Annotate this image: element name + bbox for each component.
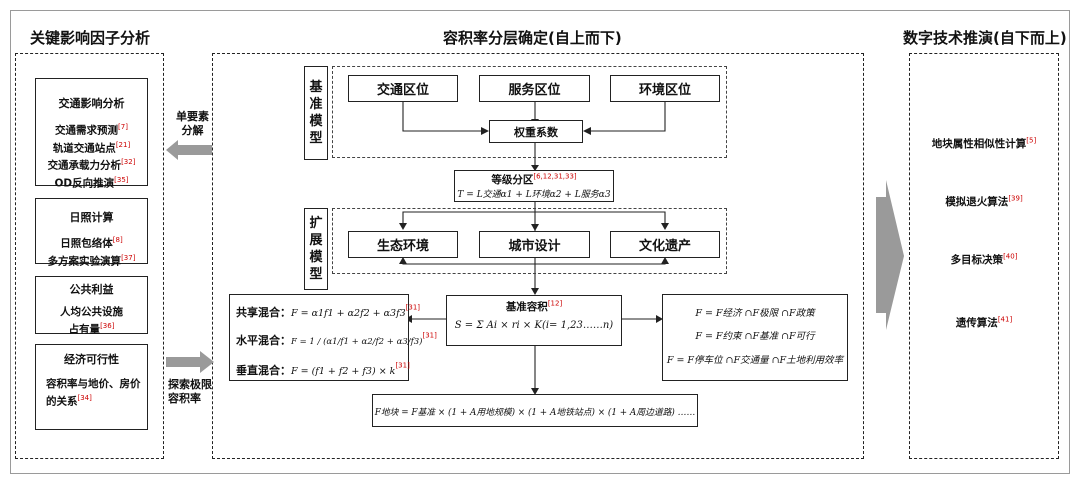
algorithm-item: 多目标决策[40]: [950, 252, 1018, 267]
algorithm-item: 遗传算法[41]: [955, 315, 1013, 330]
vertical-mixing-row: 垂直混合：F = (f1 + f2 + f3) × k[31]: [236, 361, 410, 377]
constraint-line: F = F约束 ∩F基准 ∩F可行: [695, 331, 815, 342]
traffic-item: OD反向推演[35]: [54, 175, 129, 190]
public-line2: 占有量[36]: [68, 322, 115, 336]
sunlight-item: 日照包络体[8]: [60, 236, 123, 250]
traffic-item: 交通承载力分析[32]: [47, 158, 136, 172]
single-factor-arrow: [166, 140, 212, 160]
explore-limit-arrow: [166, 351, 214, 373]
center-title: 容积率分层确定(自上而下): [443, 29, 622, 47]
traffic-location-box: 交通区位: [348, 75, 458, 102]
single-factor-label: 单要素分解: [176, 110, 209, 137]
traffic-analysis-box: 交通影响分析 交通需求预测[7] 轨道交通站点[21] 交通承载力分析[32] …: [35, 78, 148, 189]
traffic-heading: 交通影响分析: [58, 97, 125, 110]
grading-box: 等级分区[6,12,31,33] T = L交通α1 + L环境α2 + L服务…: [454, 170, 614, 202]
environment-location-box: 环境区位: [610, 75, 720, 102]
economic-feasibility-box: 经济可行性 容积率与地价、房价 的关系[34]: [35, 344, 148, 430]
left-title: 关键影响因子分析: [30, 29, 151, 47]
constraint-line: F = F停车位 ∩F交通量 ∩F土地利用效率: [666, 355, 844, 366]
public-interest-box: 公共利益 人均公共设施 占有量[36]: [35, 276, 148, 336]
line-traffic-weight: [402, 102, 481, 132]
algorithm-item: 模拟退火算法[39]: [945, 194, 1023, 209]
economy-heading: 经济可行性: [64, 353, 119, 366]
grading-formula: T = L交通α1 + L环境α2 + L服务α3: [457, 190, 611, 200]
public-heading: 公共利益: [69, 283, 114, 296]
line-to-culture: [535, 211, 666, 228]
traffic-item: 交通需求预测[7]: [55, 123, 128, 137]
big-right-arrow: [876, 180, 904, 330]
figure-frame: [10, 10, 1070, 474]
line-env-weight: [591, 102, 666, 132]
final-formula-box: F地块 = F基准 × (1 + A用地规模) × (1 + A地铁站点) × …: [372, 394, 698, 427]
final-formula: F地块 = F基准 × (1 + A用地规模) × (1 + A地铁站点) × …: [374, 408, 696, 418]
base-far-formula: S = Σ Ai × ri × K(i= 1,23……n): [454, 320, 614, 331]
constraints-box: F = F经济 ∩F极限 ∩F政策 F = F约束 ∩F基准 ∩F可行 F = …: [662, 294, 848, 381]
sunlight-heading: 日照计算: [69, 211, 114, 224]
extended-model-label: 扩展模型: [304, 208, 328, 290]
line-to-eco: [402, 211, 535, 228]
base-model-label: 基准模型: [304, 66, 328, 160]
traffic-item: 轨道交通站点[21]: [52, 140, 131, 155]
urban-design-box: 城市设计: [479, 231, 590, 258]
sunlight-box: 日照计算 日照包络体[8] 多方案实验演算[37]: [35, 198, 148, 267]
constraint-line: F = F经济 ∩F极限 ∩F政策: [695, 308, 815, 319]
horizontal-mixing-row: 水平混合：F = 1 / (α1/f1 + α2/f2 + α3/f3)[31]: [236, 331, 437, 347]
explore-limit-label: 探索极限容积率: [168, 378, 212, 405]
base-far-box: 基准容积[12] S = Σ Ai × ri × K(i= 1,23……n): [446, 295, 622, 346]
arrowheads: [399, 119, 669, 395]
mixing-box: 共享混合：F = α1f1 + α2f2 + α3f3[31] 水平混合：F =…: [229, 294, 437, 381]
left-dashed-panel: [15, 53, 164, 459]
weight-coefficient-box: 权重系数: [489, 120, 583, 143]
shared-mixing-row: 共享混合：F = α1f1 + α2f2 + α3f3[31]: [236, 303, 421, 319]
service-location-box: 服务区位: [479, 75, 590, 102]
economy-line2: 的关系[34]: [46, 394, 92, 408]
center-dashed-panel: [212, 53, 864, 459]
algorithm-item: 地块属性相似性计算[5]: [931, 136, 1037, 151]
ecology-box: 生态环境: [348, 231, 458, 258]
base-model-dashed-group: [332, 66, 727, 158]
right-title: 数字技术推演(自下而上): [903, 29, 1067, 47]
public-line1: 人均公共设施: [60, 306, 123, 318]
cultural-heritage-box: 文化遗产: [610, 231, 720, 258]
economy-line1: 容积率与地价、房价: [46, 378, 141, 390]
extended-model-dashed-group: [332, 208, 727, 274]
right-dashed-panel: [909, 53, 1059, 459]
sunlight-item: 多方案实验演算[37]: [47, 253, 136, 268]
